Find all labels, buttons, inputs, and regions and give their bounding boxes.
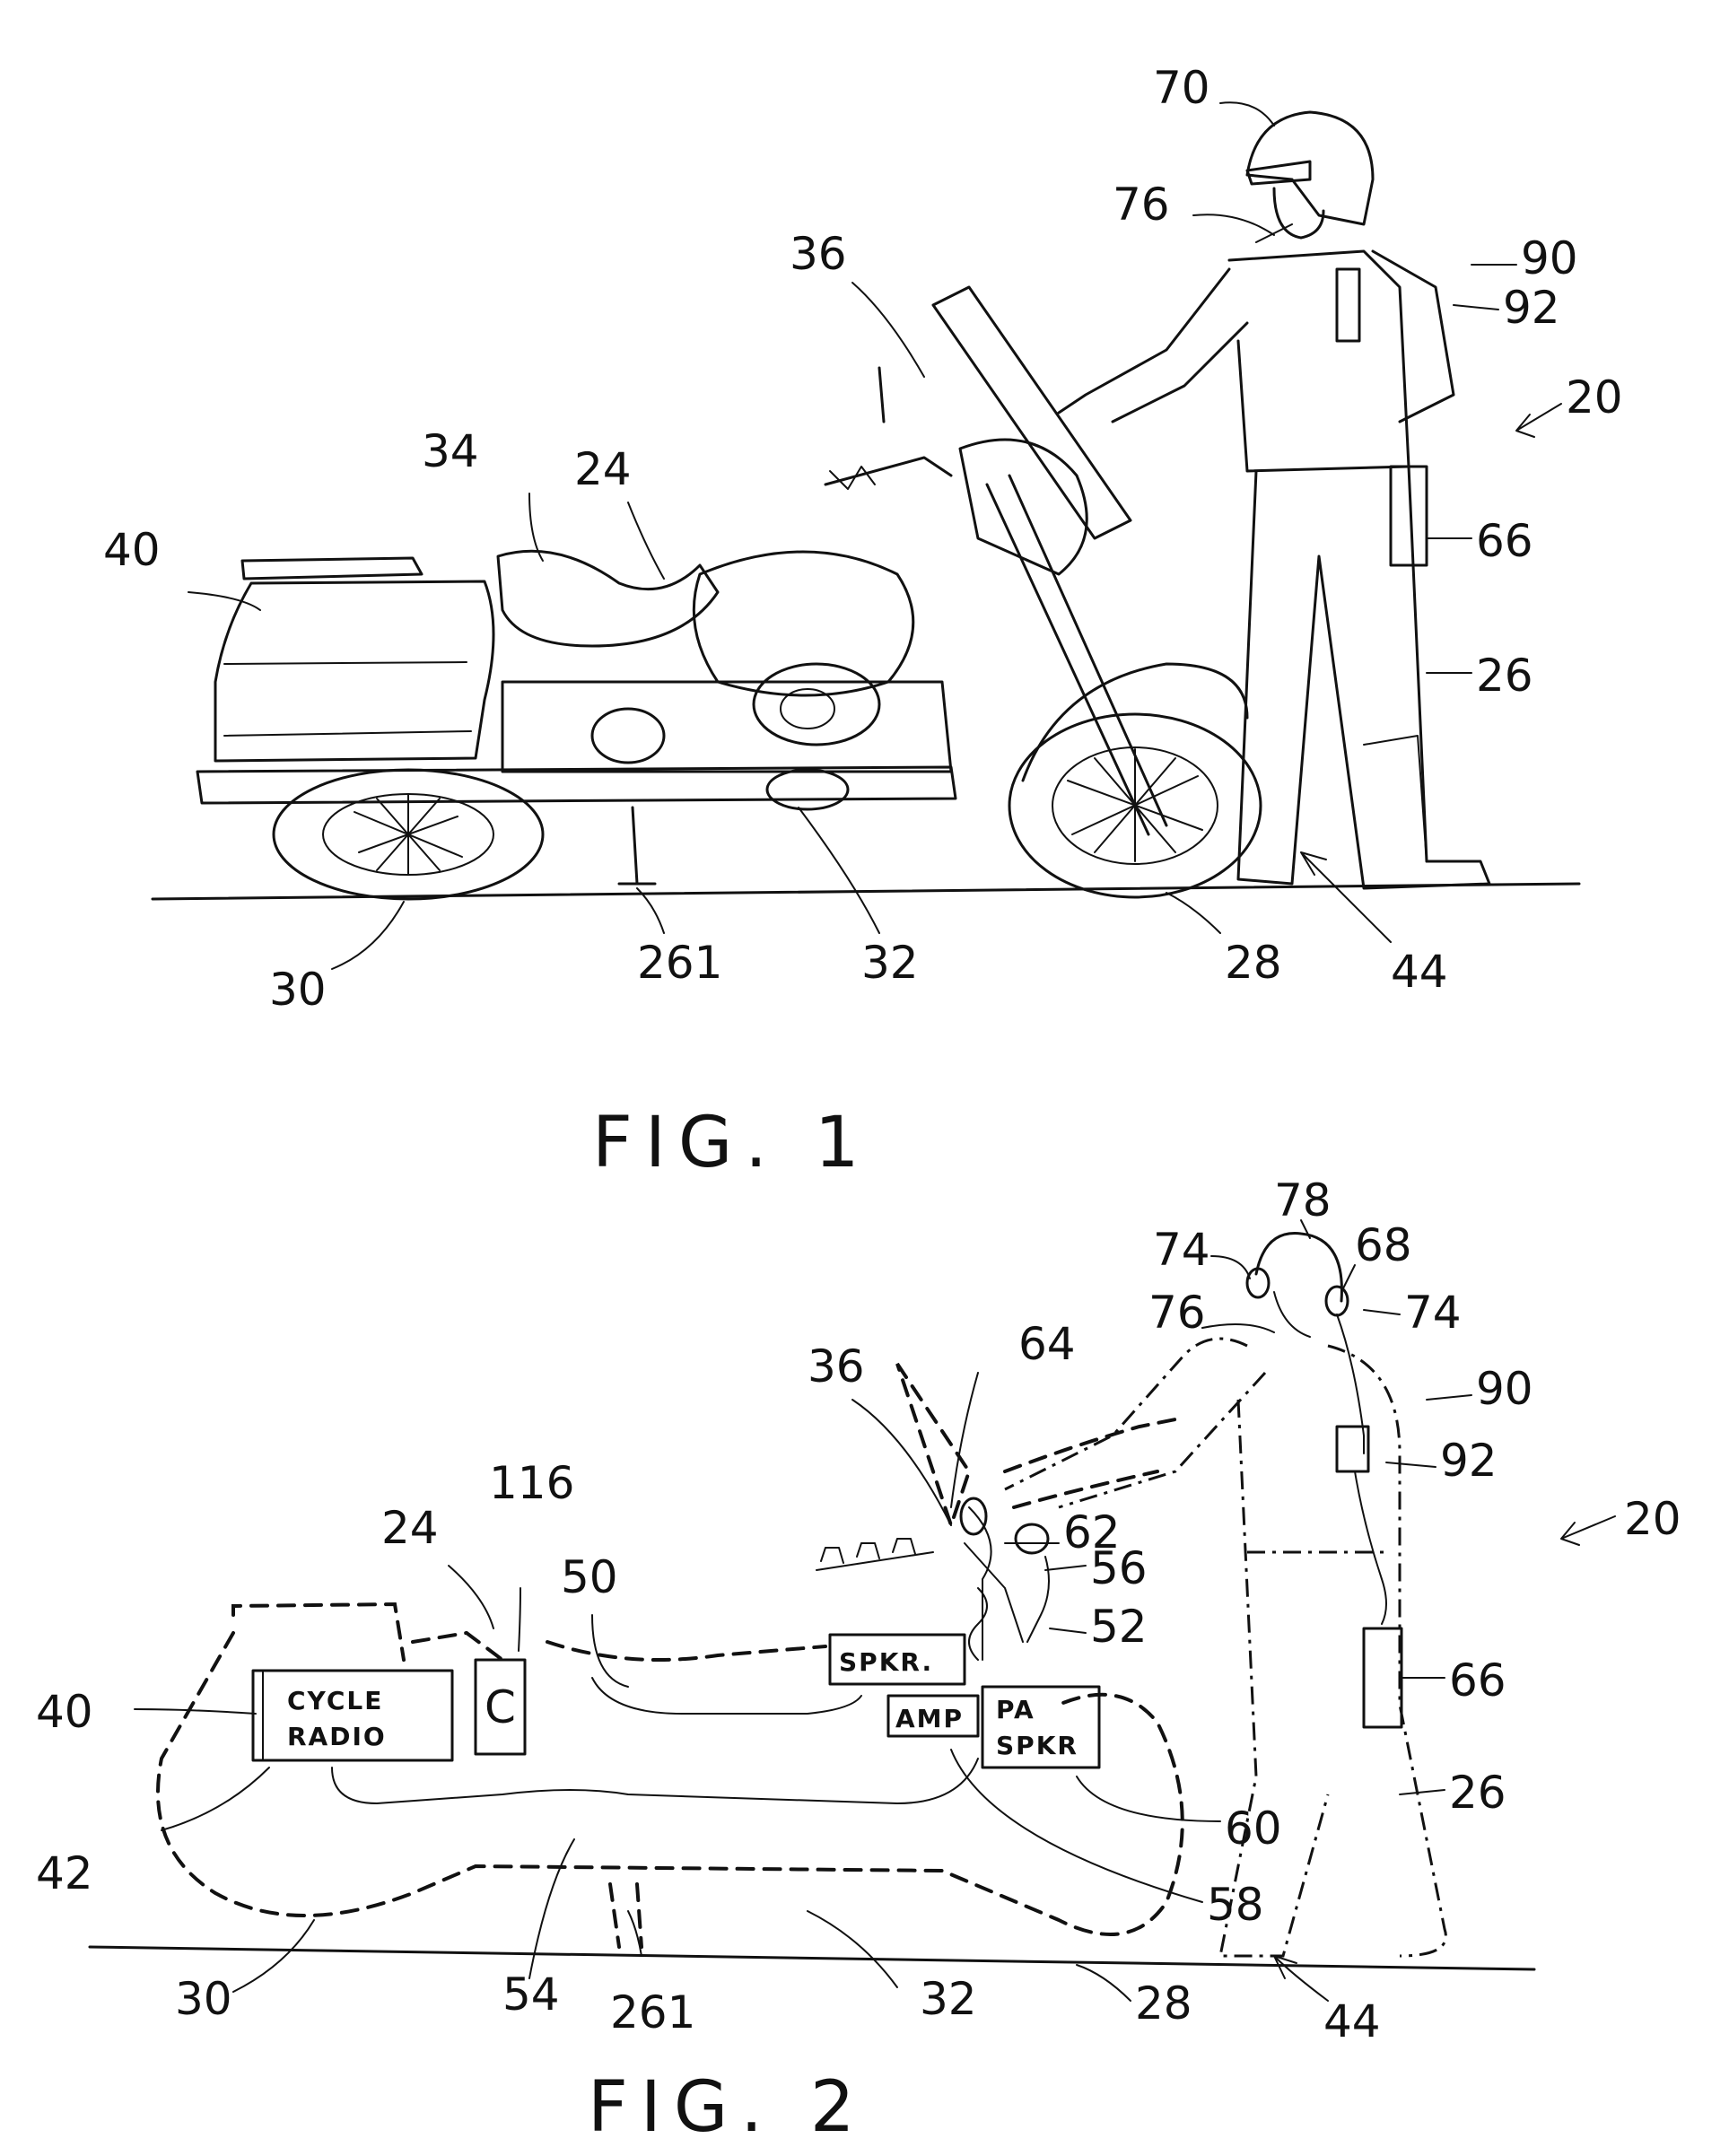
fig2-amp-box: AMP (886, 1694, 980, 1738)
fig1-rider (1057, 110, 1491, 890)
fig1-ref-76: 76 (1113, 179, 1170, 231)
fig1-ref-90: 90 (1521, 232, 1578, 284)
spkr-label: SPKR. (839, 1647, 933, 1677)
fig1-ref-92: 92 (1503, 282, 1560, 334)
fig1-ref-20: 20 (1566, 371, 1623, 423)
figure-1: 70 76 36 90 92 20 34 24 40 66 26 30 261 … (103, 62, 1623, 1183)
fig1-ref-261: 261 (637, 937, 722, 989)
controller-c-label: C (485, 1681, 516, 1733)
fig2-ref-56: 56 (1090, 1542, 1148, 1594)
fig2-ref-76: 76 (1148, 1287, 1206, 1339)
fig1-ref-34: 34 (422, 425, 479, 477)
fig1-ref-28: 28 (1225, 937, 1282, 989)
fig1-ref-32: 32 (861, 937, 919, 989)
fig2-caption: FIG. 2 (588, 2067, 868, 2148)
fig2-ref-64: 64 (1018, 1318, 1076, 1370)
fig2-ref-42: 42 (36, 1847, 93, 1899)
fig1-ref-24: 24 (574, 443, 632, 495)
fig1-ref-44: 44 (1391, 946, 1448, 998)
fig1-leader-lines (188, 101, 1562, 970)
fig2-ref-60: 60 (1225, 1802, 1282, 1855)
fig2-motorcycle-outline (156, 1362, 1186, 1949)
fig2-controller-c: C (474, 1658, 527, 1756)
fig1-ref-36: 36 (790, 228, 847, 280)
fig2-ref-20: 20 (1624, 1493, 1681, 1545)
fig2-wiring (331, 1497, 1050, 1804)
cycle-radio-label-line2: RADIO (287, 1722, 387, 1751)
fig2-ref-40: 40 (36, 1686, 93, 1738)
fig1-ref-70: 70 (1153, 62, 1210, 114)
pa-spkr-label-line1: PA (996, 1695, 1035, 1724)
fig2-rider-outline (1004, 1337, 1447, 1958)
fig1-rear-wheel (272, 768, 545, 901)
fig2-headset (1245, 1232, 1365, 1454)
fig2-leader-lines (134, 1219, 1616, 2002)
fig2-ref-54: 54 (502, 1968, 560, 2021)
fig2-ref-32: 32 (920, 1973, 977, 2025)
fig2-spkr-box: SPKR. (828, 1633, 966, 1686)
fig2-ref-26: 26 (1449, 1767, 1506, 1819)
fig2-reference-numerals: 78 74 68 76 74 64 36 90 92 116 24 50 62 … (36, 1174, 1681, 2047)
fig1-ground-line (151, 882, 1581, 901)
fig2-ref-24: 24 (381, 1502, 439, 1554)
fig2-ref-92: 92 (1440, 1435, 1498, 1487)
fig2-ref-44: 44 (1323, 1995, 1381, 2047)
fig2-ref-30: 30 (175, 1973, 232, 2025)
fig2-ref-74b: 74 (1404, 1287, 1462, 1339)
fig2-ref-68: 68 (1355, 1219, 1412, 1271)
fig2-pa-spkr-box: PA SPKR (981, 1685, 1101, 1769)
fig2-ref-78: 78 (1274, 1174, 1332, 1226)
fig2-ref-66: 66 (1449, 1654, 1506, 1706)
fig1-ref-30: 30 (269, 964, 327, 1016)
fig1-ref-66: 66 (1476, 515, 1533, 567)
fig2-ref-74a: 74 (1153, 1224, 1210, 1276)
fig2-ref-62: 62 (1063, 1506, 1121, 1558)
amp-label: AMP (895, 1704, 964, 1733)
fig2-ref-58: 58 (1207, 1879, 1264, 1931)
fig1-reference-numerals: 70 76 36 90 92 20 34 24 40 66 26 30 261 … (103, 62, 1623, 1016)
pa-spkr-label-line2: SPKR (996, 1731, 1078, 1760)
figure-2: CYCLE RADIO C SPKR. AMP PA SPKR (36, 1174, 1681, 2148)
fig2-ground-line (88, 1945, 1536, 1971)
fig2-ref-52: 52 (1090, 1601, 1148, 1653)
fig1-ref-26: 26 (1476, 650, 1533, 702)
fig2-ref-90: 90 (1476, 1363, 1533, 1415)
fig2-ref-28: 28 (1135, 1977, 1192, 2029)
fig2-cycle-radio: CYCLE RADIO (251, 1669, 454, 1762)
fig2-radios (1335, 1425, 1403, 1729)
cycle-radio-label-line1: CYCLE (287, 1686, 383, 1715)
fig2-ref-50: 50 (561, 1551, 618, 1603)
fig2-ref-261: 261 (610, 1986, 695, 2038)
fig2-ref-36: 36 (808, 1340, 865, 1392)
fig2-ref-116: 116 (489, 1457, 574, 1509)
fig1-motorcycle-body (196, 285, 1168, 886)
fig1-ref-40: 40 (103, 524, 161, 576)
fig1-front-wheel (1008, 662, 1262, 899)
fig1-caption: FIG. 1 (592, 1103, 872, 1183)
